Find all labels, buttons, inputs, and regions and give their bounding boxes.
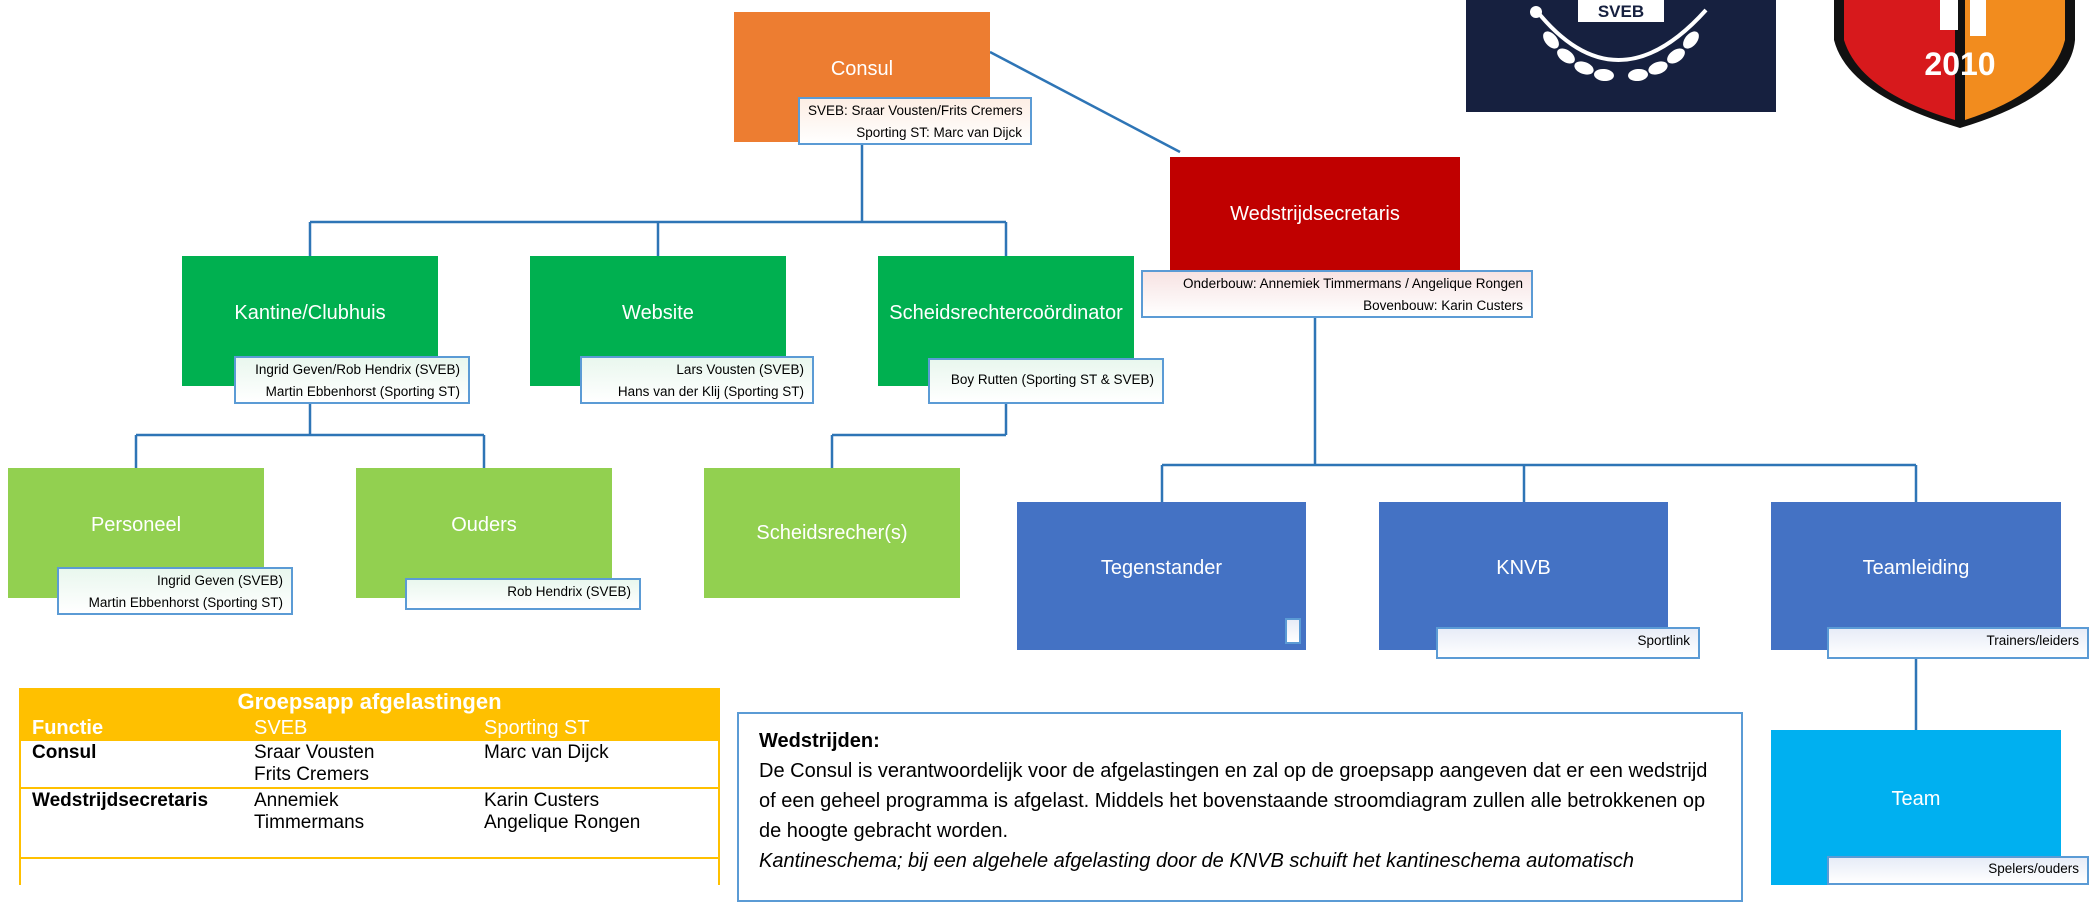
label-line: Martin Ebbenhorst (Sporting ST) <box>88 595 283 610</box>
note-italic: Kantineschema; bij een algehele afgelast… <box>759 850 1634 872</box>
node-consul-title: Consul <box>830 57 894 80</box>
node-teamleiding: Teamleiding <box>1771 502 2061 650</box>
node-tegenstander-title: Tegenstander <box>1100 556 1223 579</box>
label-line: Ingrid Geven/Rob Hendrix (SVEB) <box>255 362 460 377</box>
table-cell-functie: Consul <box>32 742 97 763</box>
node-scheidsrechers-title: Scheidsrecher(s) <box>756 521 908 544</box>
column-header: Sporting ST <box>472 716 719 741</box>
label-line: Martin Ebbenhorst (Sporting ST) <box>265 384 460 399</box>
wedstrijden-note: Wedstrijden: De Consul is verantwoordeli… <box>737 712 1743 902</box>
label-consul: SVEB: Sraar Vousten/Frits Cremers Sporti… <box>798 97 1032 145</box>
label-kantine: Ingrid Geven/Rob Hendrix (SVEB) Martin E… <box>234 356 470 404</box>
sveb-logo-text: SVEB <box>1598 2 1644 21</box>
label-line: Sporting ST: Marc van Dijck <box>856 125 1022 140</box>
label-scheidsrechtercoordinator: Boy Rutten (Sporting ST & SVEB) <box>928 358 1164 404</box>
node-tegenstander: Tegenstander <box>1017 502 1306 650</box>
table-cell-functie: Wedstrijdsecretaris <box>32 790 209 811</box>
node-wedstrijdsecretaris-title: Wedstrijdsecretaris <box>1230 202 1400 225</box>
label-line: Trainers/leiders <box>1986 633 2079 648</box>
label-line: Lars Vousten (SVEB) <box>676 362 804 377</box>
node-ouders: Ouders <box>356 468 612 598</box>
label-line: Ingrid Geven (SVEB) <box>156 573 283 588</box>
note-body: De Consul is verantwoordelijk voor de af… <box>759 760 1708 842</box>
column-header: Functie <box>20 716 242 741</box>
table-title: Groepsapp afgelastingen <box>237 689 502 714</box>
node-personeel-title: Personeel <box>90 513 182 536</box>
label-website: Lars Vousten (SVEB) Hans van der Klij (S… <box>580 356 814 404</box>
node-knvb: KNVB <box>1379 502 1668 650</box>
node-team-title: Team <box>1891 788 1941 810</box>
label-line: SVEB: Sraar Vousten/Frits Cremers <box>808 103 1023 118</box>
node-teamleiding-title: Teamleiding <box>1862 556 1970 579</box>
node-scheidsrechers: Scheidsrecher(s) <box>704 468 960 598</box>
label-wedstrijdsecretaris: Onderbouw: Annemiek Timmermans / Angeliq… <box>1141 270 1533 318</box>
label-line: Bovenbouw: Karin Custers <box>1363 298 1523 313</box>
label-tegenstander <box>1285 618 1301 644</box>
node-wedstrijdsecretaris: Wedstrijdsecretaris <box>1170 157 1460 287</box>
label-ouders: Rob Hendrix (SVEB) <box>405 578 641 610</box>
groepsapp-table: Groepsapp afgelastingen Functie SVEB Spo… <box>20 688 719 859</box>
node-kantine-title: Kantine/Clubhuis <box>234 301 386 324</box>
label-teamleiding: Trainers/leiders <box>1827 627 2089 659</box>
label-line: Boy Rutten (Sporting ST & SVEB) <box>950 372 1154 387</box>
table-cell-sporting: Marc van Dijck <box>484 742 609 763</box>
sporting-logo: 2010 <box>1820 0 2089 130</box>
label-line: Spelers/ouders <box>1988 861 2079 876</box>
note-heading: Wedstrijden: <box>759 730 880 752</box>
label-line: Onderbouw: Annemiek Timmermans / Angeliq… <box>1183 276 1523 291</box>
label-line: Sportlink <box>1637 633 1690 648</box>
label-team: Spelers/ouders <box>1827 856 2089 885</box>
label-knvb: Sportlink <box>1436 627 1700 659</box>
node-knvb-title: KNVB <box>1496 556 1551 579</box>
label-personeel: Ingrid Geven (SVEB) Martin Ebbenhorst (S… <box>57 567 293 615</box>
node-website-title: Website <box>622 301 694 324</box>
label-line: Rob Hendrix (SVEB) <box>507 584 631 599</box>
sveb-logo: SVEB <box>1466 0 1776 112</box>
sporting-logo-year: 2010 <box>1924 46 1995 82</box>
column-header: SVEB <box>242 716 472 741</box>
label-line: Hans van der Klij (Sporting ST) <box>617 384 804 399</box>
node-scheidsrechtercoordinator-title: Scheidsrechtercoördinator <box>889 301 1123 324</box>
node-ouders-title: Ouders <box>451 513 517 536</box>
